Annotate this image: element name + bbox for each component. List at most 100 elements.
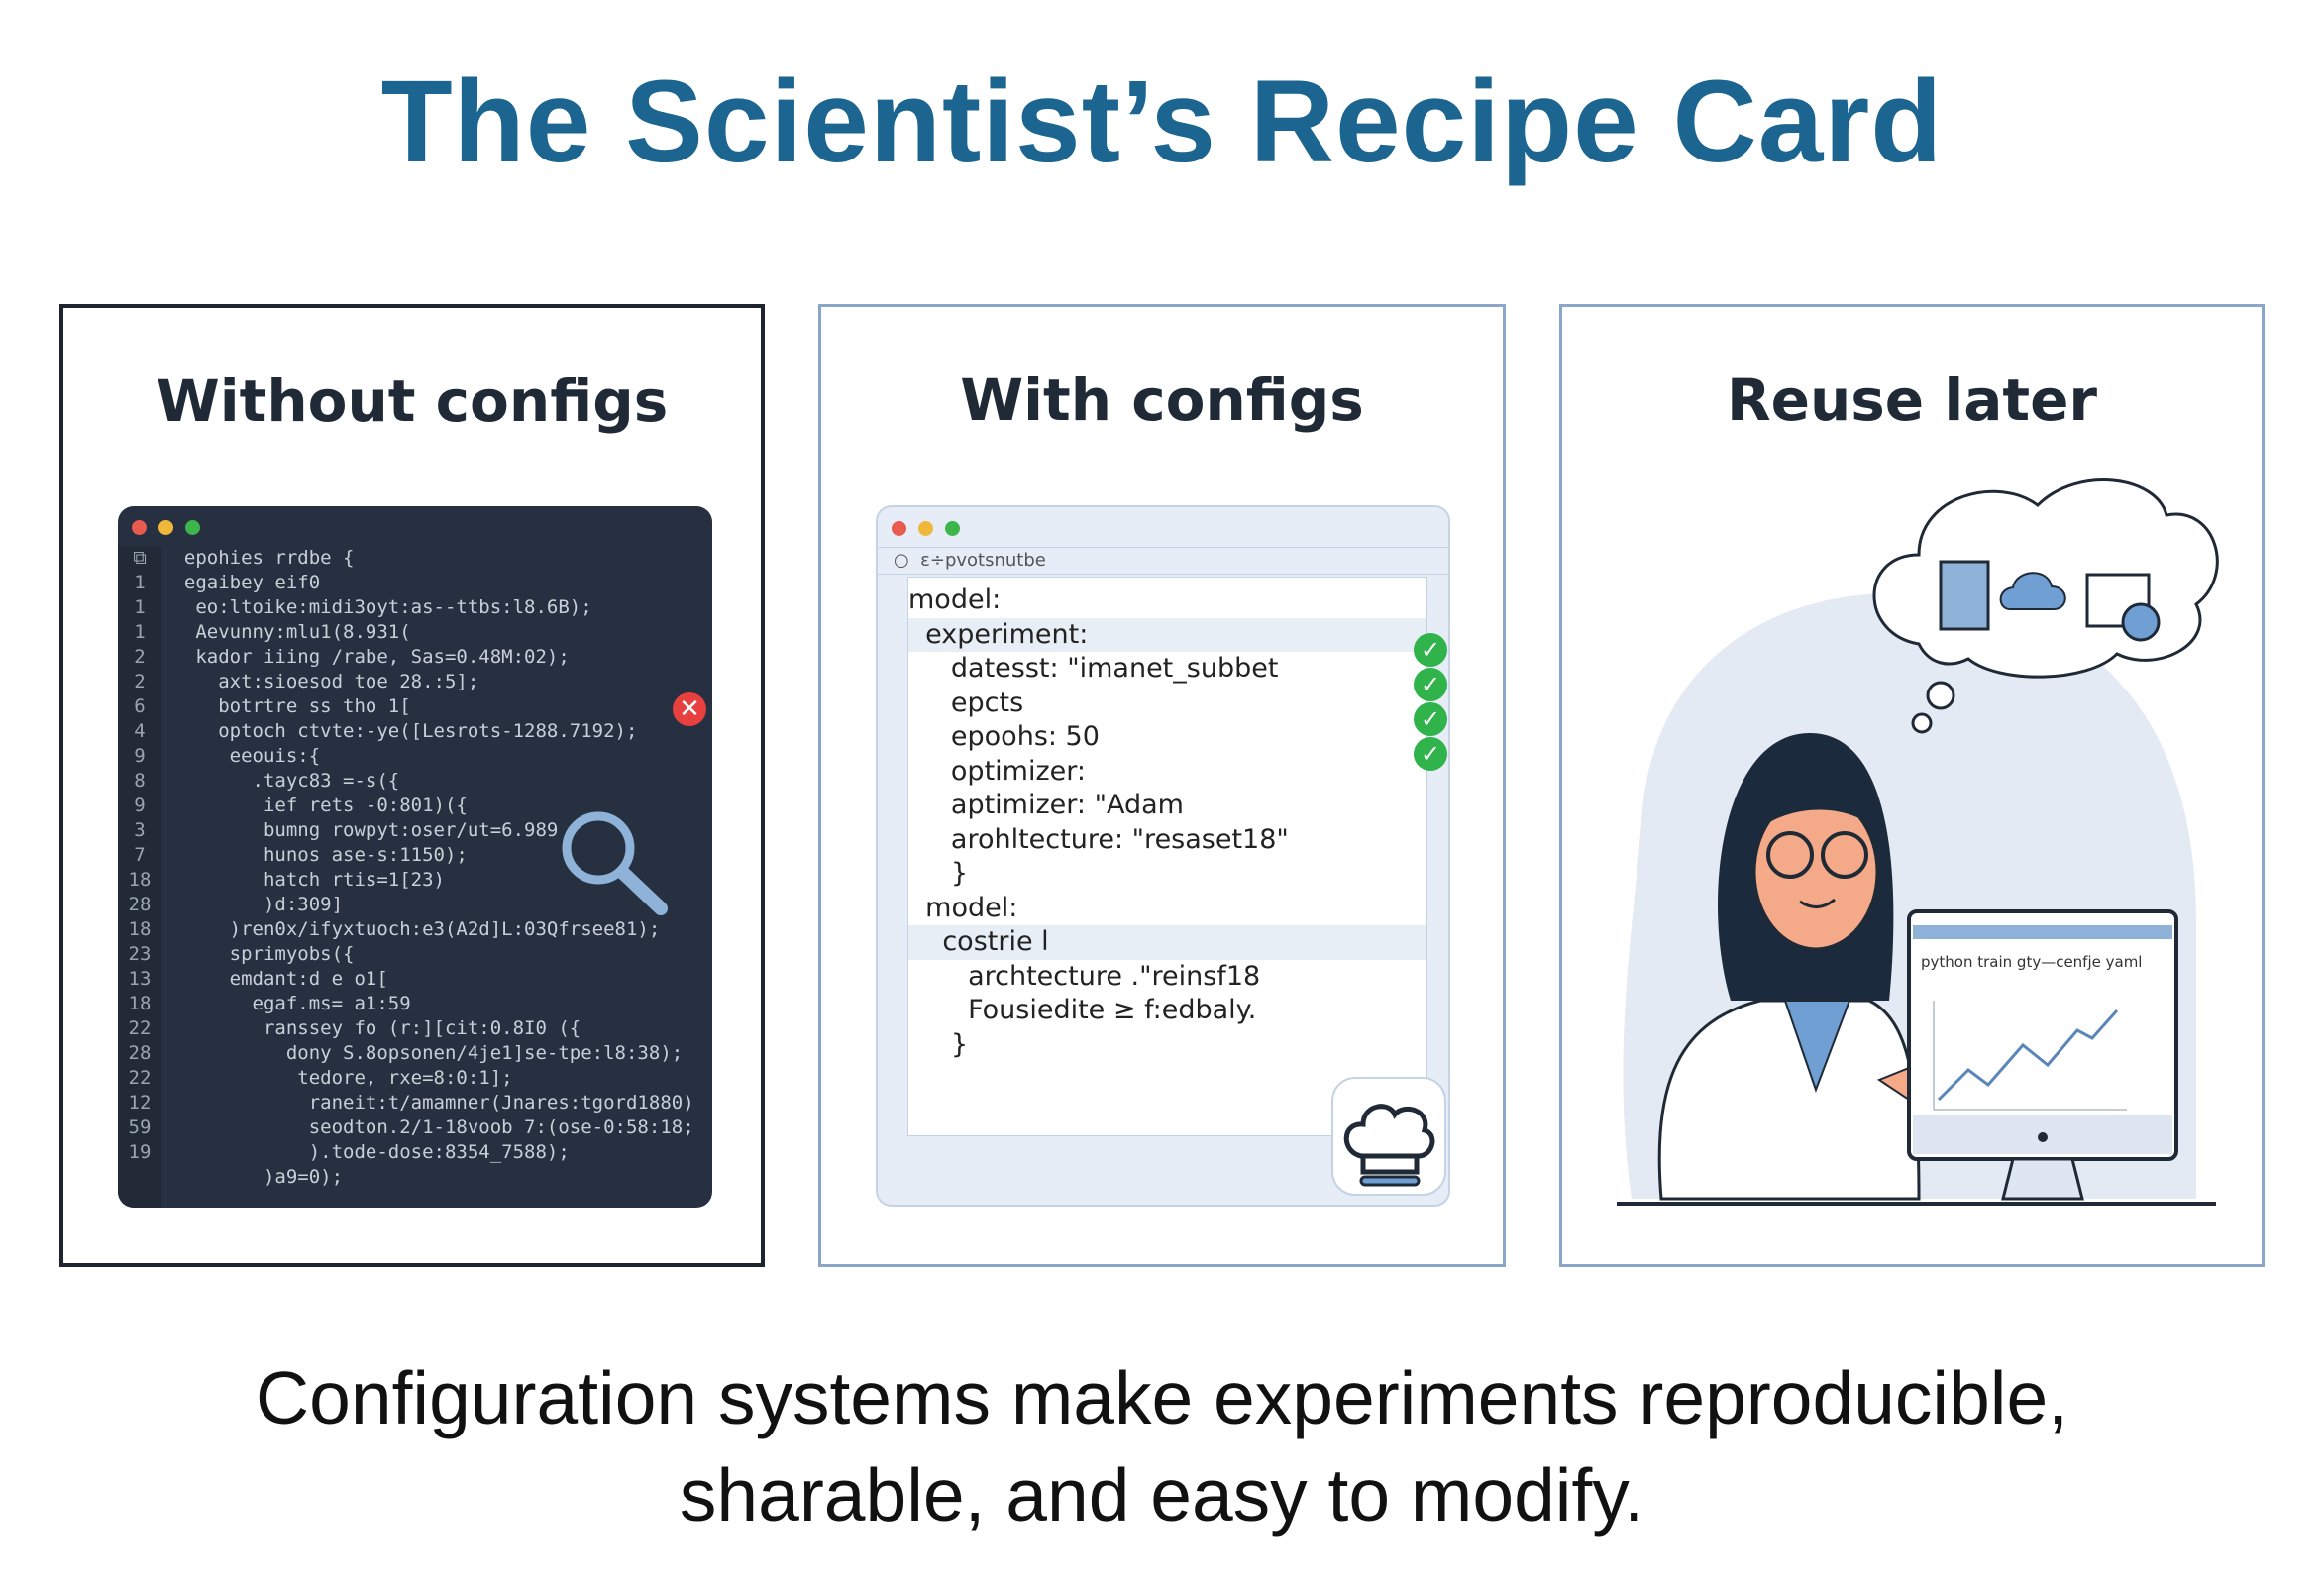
line-number: 18 [128, 918, 152, 940]
code-line: 19 ).tode-dose:8354_7588); [118, 1140, 712, 1165]
line-number: 1 [134, 621, 146, 643]
line-number: 1 [134, 596, 146, 618]
hard-drive-icon [1939, 560, 1990, 631]
line-number: 1 [134, 572, 146, 593]
panel-heading: With configs [960, 367, 1364, 434]
yaml-line: } [908, 858, 969, 889]
page-title: The Scientist’s Recipe Card [380, 56, 1944, 187]
yaml-line: costrie l [908, 925, 1426, 960]
code-line: 2 axt:sioesod toe 28.:5]; [118, 670, 712, 694]
line-number: 23 [128, 943, 152, 965]
code-line: 18 hatch rtis=1[23) [118, 868, 712, 893]
line-number: 12 [128, 1092, 152, 1114]
yaml-line: datesst: "imanet_subbet [908, 653, 1279, 684]
line-number: 59 [128, 1116, 152, 1138]
line-number: 19 [128, 1141, 152, 1163]
check-icon: ✓ [1414, 633, 1447, 667]
code-text: egaibey eif0 [161, 572, 321, 593]
yaml-code: model: experiment: datesst: "imanet_subb… [908, 584, 1426, 1062]
yaml-line: aptimizer: "Adam [908, 790, 1184, 820]
config-editor-window: ○ ε÷pvotsnutbe model: experiment: datess… [876, 505, 1450, 1207]
close-dot-icon [132, 520, 147, 535]
code-text: .tayc83 =-s({ [161, 770, 400, 792]
thought-bubble [1872, 478, 2219, 734]
code-line: 22 ranssey fo (r:][cit:0.8I0 ({ [118, 1016, 712, 1041]
code-line: 18 egaf.ms= a1:59 [118, 992, 712, 1016]
address-bar[interactable]: ○ ε÷pvotsnutbe [878, 547, 1448, 575]
minimize-dot-icon [158, 520, 173, 535]
code-line: 6 botrtre ss tho 1[ [118, 694, 712, 719]
code-line: ⧉ epohies rrdbe { [118, 546, 712, 571]
code-text: ranssey fo (r:][cit:0.8I0 ({ [161, 1017, 581, 1039]
code-text: )a9=0); [161, 1166, 344, 1188]
check-icon: ✓ [1414, 702, 1447, 736]
code-line: 2 kador iiing /rabe, Sas=0.48M:02); [118, 645, 712, 670]
code-text: kador iiing /rabe, Sas=0.48M:02); [161, 646, 570, 668]
code-text: eo:ltoike:midi3oyt:as--ttbs:l8.6B); [161, 596, 592, 618]
yaml-line: experiment: [908, 617, 1426, 652]
check-icon: ✓ [1414, 668, 1447, 701]
code-line: 59 seodton.2/1-18voob 7:(ose-0:58:18; [118, 1115, 712, 1140]
code-line: )a9=0); [118, 1165, 712, 1190]
close-dot-icon [892, 521, 906, 536]
yaml-editor[interactable]: model: experiment: datesst: "imanet_subb… [907, 577, 1447, 1136]
code-line: 1 eo:ltoike:midi3oyt:as--ttbs:l8.6B); [118, 595, 712, 620]
code-line: 9 ief rets -0:801)({ [118, 794, 712, 818]
code-text: axt:sioesod toe 28.:5]; [161, 671, 479, 692]
line-number: 2 [134, 671, 146, 692]
line-number: 3 [134, 819, 146, 841]
code-line: 22 tedore, rxe=8:0:1]; [118, 1066, 712, 1091]
code-text: sprimyobs({ [161, 943, 355, 965]
line-gutter [118, 546, 161, 1208]
code-text: Aevunny:mlu1(8.931( [161, 621, 411, 643]
code-text: )ren0x/ifyxtuoch:e3(A2d]L:03Qfrsee81); [161, 918, 661, 940]
code-text: botrtre ss tho 1[ [161, 695, 411, 717]
window-controls [132, 520, 200, 535]
code-line: 23 sprimyobs({ [118, 942, 712, 967]
code-text: emdant:d e o1[ [161, 968, 388, 990]
code-line: 12 raneit:t/amamner(Jnares:tgord1880) [118, 1091, 712, 1115]
code-line: 3 bumng rowpyt:oser/ut=6.989 [118, 818, 712, 843]
code-text: tedore, rxe=8:0:1]; [161, 1067, 513, 1089]
window-controls [892, 521, 960, 536]
calendar-check-icon [2121, 602, 2161, 642]
line-number: ⧉ [133, 547, 147, 569]
chef-hat-icon [1331, 1077, 1446, 1196]
yaml-line: archtecture ."reinsf18 [908, 960, 1261, 992]
panel-heading: Reuse later [1726, 367, 2098, 434]
address-text: ε÷pvotsnutbe [920, 550, 1046, 571]
code-text: ief rets -0:801)({ [161, 795, 468, 816]
monitor [1907, 909, 2178, 1201]
code-text: epohies rrdbe { [161, 547, 355, 569]
code-text: egaf.ms= a1:59 [161, 993, 411, 1014]
scientist-illustration [1617, 478, 2219, 1206]
code-text: seodton.2/1-18voob 7:(ose-0:58:18; [161, 1116, 694, 1138]
yaml-line: epcts [908, 687, 1024, 718]
code-line: 28 )d:309] [118, 893, 712, 917]
line-number: 28 [128, 1042, 152, 1064]
yaml-line: epoohs: 50 [908, 721, 1100, 752]
maximize-dot-icon [945, 521, 960, 536]
line-number: 28 [128, 894, 152, 915]
code-line: 18 )ren0x/ifyxtuoch:e3(A2d]L:03Qfrsee81)… [118, 917, 712, 942]
panel-reuse-later: Reuse later python train gty—cenfje yaml [1559, 304, 2265, 1267]
line-number: 7 [134, 844, 146, 866]
yaml-line: } [908, 1028, 969, 1060]
caption: Configuration systems make experiments r… [0, 1349, 2324, 1543]
code-line: 8 .tayc83 =-s({ [118, 769, 712, 794]
line-number: 22 [128, 1017, 152, 1039]
code-line: 28 dony S.8opsonen/4je1]se-tpe:l8:38); [118, 1041, 712, 1066]
monitor-command: python train gty—cenfje yaml [1921, 953, 2143, 971]
code-text: raneit:t/amamner(Jnares:tgord1880) [161, 1092, 694, 1114]
code-text: optoch ctvte:-ye([Lesrots-1288.7192); [161, 720, 638, 742]
code-text: ).tode-dose:8354_7588); [161, 1141, 570, 1163]
code-line: 1 Aevunny:mlu1(8.931( [118, 620, 712, 645]
code-line: 9 eeouis:{ [118, 744, 712, 769]
line-number: 18 [128, 869, 152, 891]
line-number: 6 [134, 695, 146, 717]
yaml-line: optimizer: [908, 755, 1086, 787]
code-text: hatch rtis=1[23) [161, 869, 445, 891]
maximize-dot-icon [185, 520, 200, 535]
line-number: 2 [134, 646, 146, 668]
